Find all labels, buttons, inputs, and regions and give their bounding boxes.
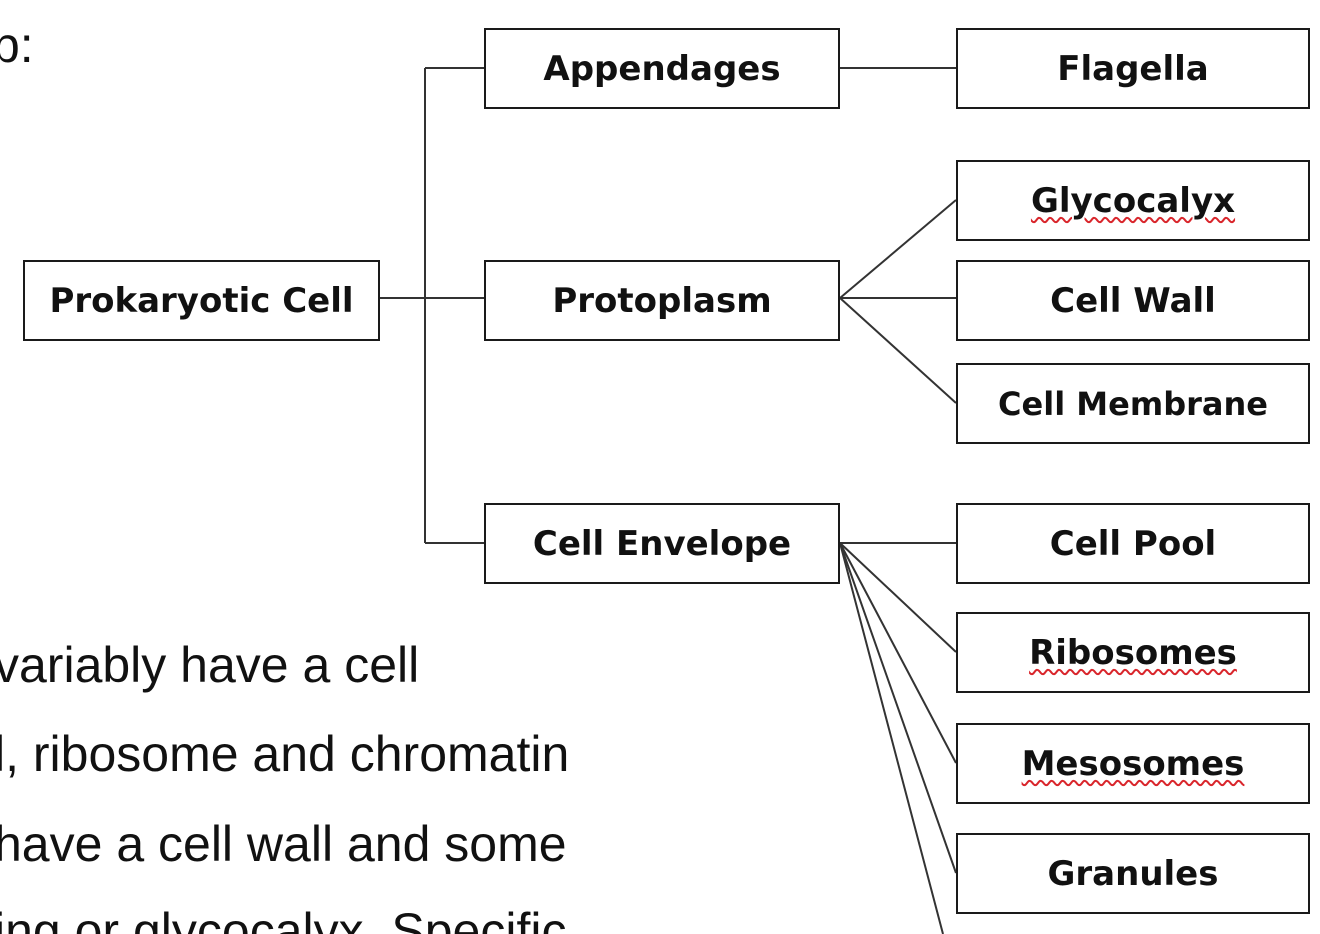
connector-envelope-mesosomes — [839, 542, 957, 764]
node-label: Protoplasm — [552, 280, 772, 321]
node-label: Cell Membrane — [998, 384, 1268, 423]
node-cell-membrane: Cell Membrane — [956, 363, 1310, 444]
node-glycocalyx: Glycocalyx — [956, 160, 1310, 241]
node-label: Cell Pool — [1049, 523, 1217, 564]
node-label: Mesosomes — [1021, 743, 1245, 784]
node-label: Flagella — [1057, 48, 1209, 89]
slide-text-line-2: l, ribosome and chromatin — [0, 726, 570, 782]
connector-envelope-granules — [839, 542, 957, 874]
node-label: Ribosomes — [1029, 632, 1237, 673]
node-protoplasm: Protoplasm — [484, 260, 840, 341]
connector-envelope-offscreen — [839, 542, 944, 934]
node-cell-pool: Cell Pool — [956, 503, 1310, 584]
node-cell-envelope: Cell Envelope — [484, 503, 840, 584]
slide-text-line-3: have a cell wall and some — [0, 816, 567, 872]
node-prokaryotic-cell: Prokaryotic Cell — [23, 260, 380, 341]
node-appendages: Appendages — [484, 28, 840, 109]
node-label: Glycocalyx — [1030, 180, 1236, 221]
node-label: Granules — [1047, 853, 1219, 894]
slide-heading-fragment: p: — [0, 17, 34, 73]
node-ribosomes: Ribosomes — [956, 612, 1310, 693]
node-label: Cell Wall — [1050, 280, 1216, 321]
node-label: Prokaryotic Cell — [49, 280, 354, 321]
node-flagella: Flagella — [956, 28, 1310, 109]
node-label: Appendages — [543, 48, 781, 89]
connector-protoplasm-cell-membrane — [839, 297, 957, 404]
node-label: Cell Envelope — [532, 523, 792, 564]
connector-protoplasm-glycocalyx — [839, 199, 957, 299]
node-granules: Granules — [956, 833, 1310, 914]
slide-text-line-1: variably have a cell — [0, 637, 420, 693]
slide-text-line-4: ing or glycocalyx. Specific — [0, 903, 567, 934]
node-cell-wall: Cell Wall — [956, 260, 1310, 341]
node-mesosomes: Mesosomes — [956, 723, 1310, 804]
connector-envelope-ribosomes — [839, 542, 957, 653]
